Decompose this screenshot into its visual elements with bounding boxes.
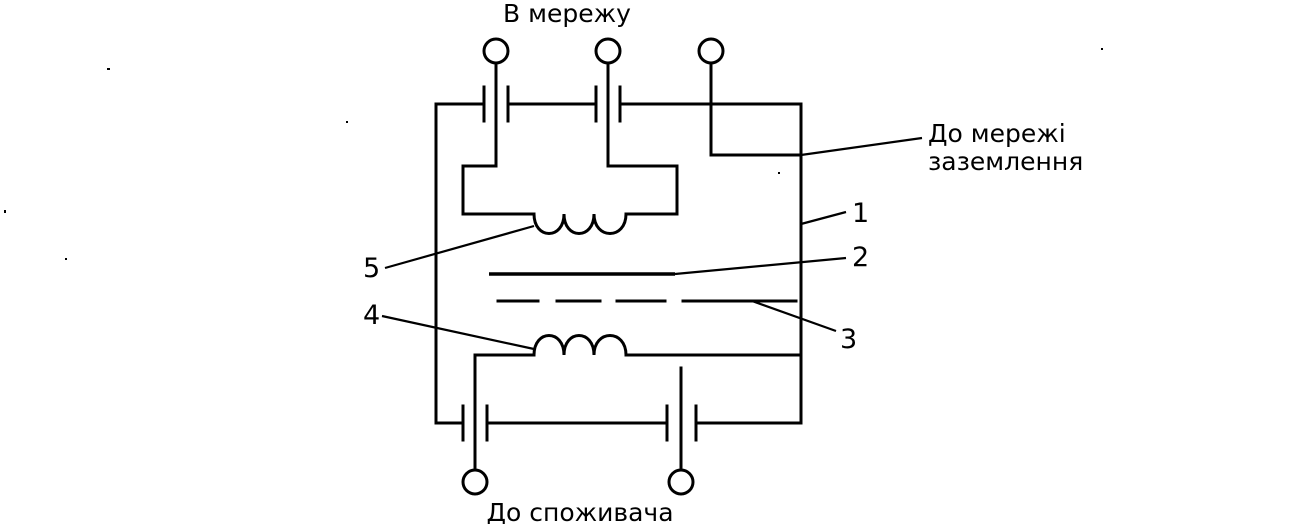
lower-coil-lead bbox=[473, 353, 536, 474]
upper-loop-wire-right bbox=[606, 164, 679, 216]
callout-3: 3 bbox=[840, 324, 857, 355]
leader-2 bbox=[674, 256, 847, 276]
capacitor-top-right bbox=[594, 85, 622, 123]
leader-ground bbox=[800, 136, 923, 157]
callout-1: 1 bbox=[852, 198, 869, 229]
callout-4: 4 bbox=[363, 300, 380, 331]
capacitor-bottom-left bbox=[461, 404, 489, 442]
upper-loop-wire bbox=[461, 164, 536, 216]
terminal-top-1 bbox=[482, 37, 510, 65]
lead-top-3-ground bbox=[709, 62, 803, 157]
label-to-network: В мережу bbox=[503, 0, 631, 28]
left-wire bbox=[434, 102, 465, 425]
inductor-5 bbox=[532, 212, 628, 235]
terminal-bottom-1 bbox=[461, 468, 489, 496]
leader-1 bbox=[800, 210, 847, 226]
callout-2: 2 bbox=[852, 242, 869, 273]
enclosure bbox=[434, 102, 803, 425]
capacitor-top-left bbox=[482, 85, 510, 123]
leader-5 bbox=[384, 224, 535, 270]
label-to-ground-line1: До мережі bbox=[928, 119, 1066, 148]
capacitor-bottom-right bbox=[665, 404, 698, 442]
label-to-ground-line2: заземлення bbox=[928, 147, 1083, 176]
terminal-bottom-2 bbox=[667, 468, 695, 496]
label-to-consumer: До споживача bbox=[486, 498, 673, 524]
scan-specks bbox=[4, 48, 1103, 260]
leader-4 bbox=[381, 314, 535, 351]
callout-5: 5 bbox=[363, 253, 380, 284]
leader-3 bbox=[751, 299, 837, 333]
terminal-top-2 bbox=[594, 37, 622, 65]
terminal-top-3 bbox=[697, 37, 725, 65]
inductor-4 bbox=[532, 334, 628, 357]
